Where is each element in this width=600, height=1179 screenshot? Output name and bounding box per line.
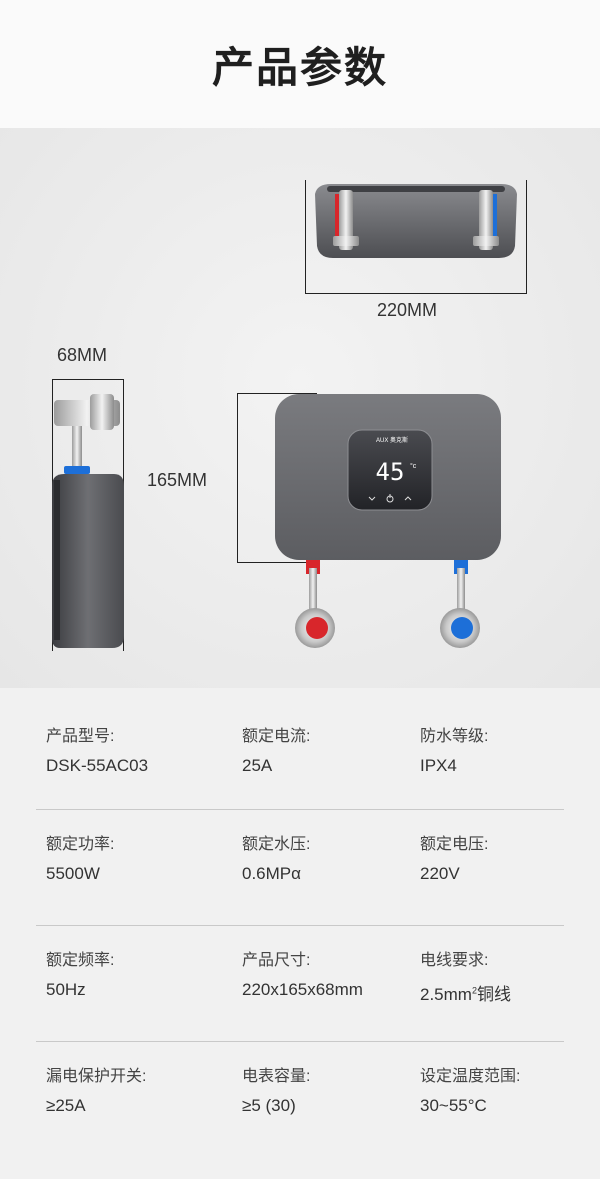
spec-row: 漏电保护开关:≥25A 电表容量:≥5 (30) 设定温度范围:30~55°C (36, 1042, 564, 1158)
spec-model: 产品型号:DSK-55AC03 (46, 728, 149, 775)
row-divider (36, 1041, 564, 1042)
width-dimension-label: 220MM (377, 300, 438, 320)
brand-logo: AUX 奥克斯 (376, 436, 408, 444)
top-view-heater-image (315, 184, 517, 258)
temp-up-icon[interactable] (404, 496, 412, 501)
spec-leakage-protection: 漏电保护开关:≥25A (46, 1068, 147, 1115)
spec-rated-current: 额定电流:25A (242, 728, 311, 775)
spec-rated-voltage: 额定电压:220V (420, 836, 489, 883)
spec-wire-requirement: 电线要求: 2.5mm2铜线 (420, 952, 511, 1004)
spec-meter-capacity: 电表容量:≥5 (30) (242, 1068, 311, 1115)
spec-row: 额定功率:5500W 额定水压:0.6MPα 额定电压:220V (36, 810, 564, 926)
spec-rated-power: 额定功率:5500W (46, 836, 115, 883)
row-divider (36, 925, 564, 926)
spec-waterproof-rating: 防水等级:IPX4 (420, 728, 489, 775)
height-dimension-label: 165MM (147, 470, 208, 490)
spec-product-size: 产品尺寸:220x165x68mm (242, 952, 363, 999)
front-view-frame (237, 393, 317, 563)
temperature-unit: °c (410, 462, 417, 470)
spec-temperature-range: 设定温度范围:30~55°C (420, 1068, 521, 1115)
temp-down-icon[interactable] (368, 496, 376, 501)
side-view-heater-image (52, 394, 124, 648)
top-view-frame (305, 180, 527, 294)
spec-rated-frequency: 额定频率:50Hz (46, 952, 115, 999)
spec-row: 额定频率:50Hz 产品尺寸:220x165x68mm 电线要求: 2.5mm2… (36, 926, 564, 1042)
header: 产品参数 (0, 0, 600, 128)
depth-dimension-label: 68MM (57, 345, 108, 365)
spec-row: 产品型号:DSK-55AC03 额定电流:25A 防水等级:IPX4 (36, 688, 564, 810)
spec-rated-water-pressure: 额定水压:0.6MPα (242, 836, 311, 883)
page-title: 产品参数 (211, 42, 388, 92)
row-divider (36, 809, 564, 810)
spec-table: 产品型号:DSK-55AC03 额定电流:25A 防水等级:IPX4 额定功率:… (0, 688, 600, 1179)
temperature-display: 45 (376, 458, 405, 486)
front-view-heater-image: AUX 奥克斯 45 °c (275, 394, 501, 648)
power-icon[interactable] (386, 494, 394, 503)
product-diagram: 220MM 68MM 165MM (0, 128, 600, 688)
